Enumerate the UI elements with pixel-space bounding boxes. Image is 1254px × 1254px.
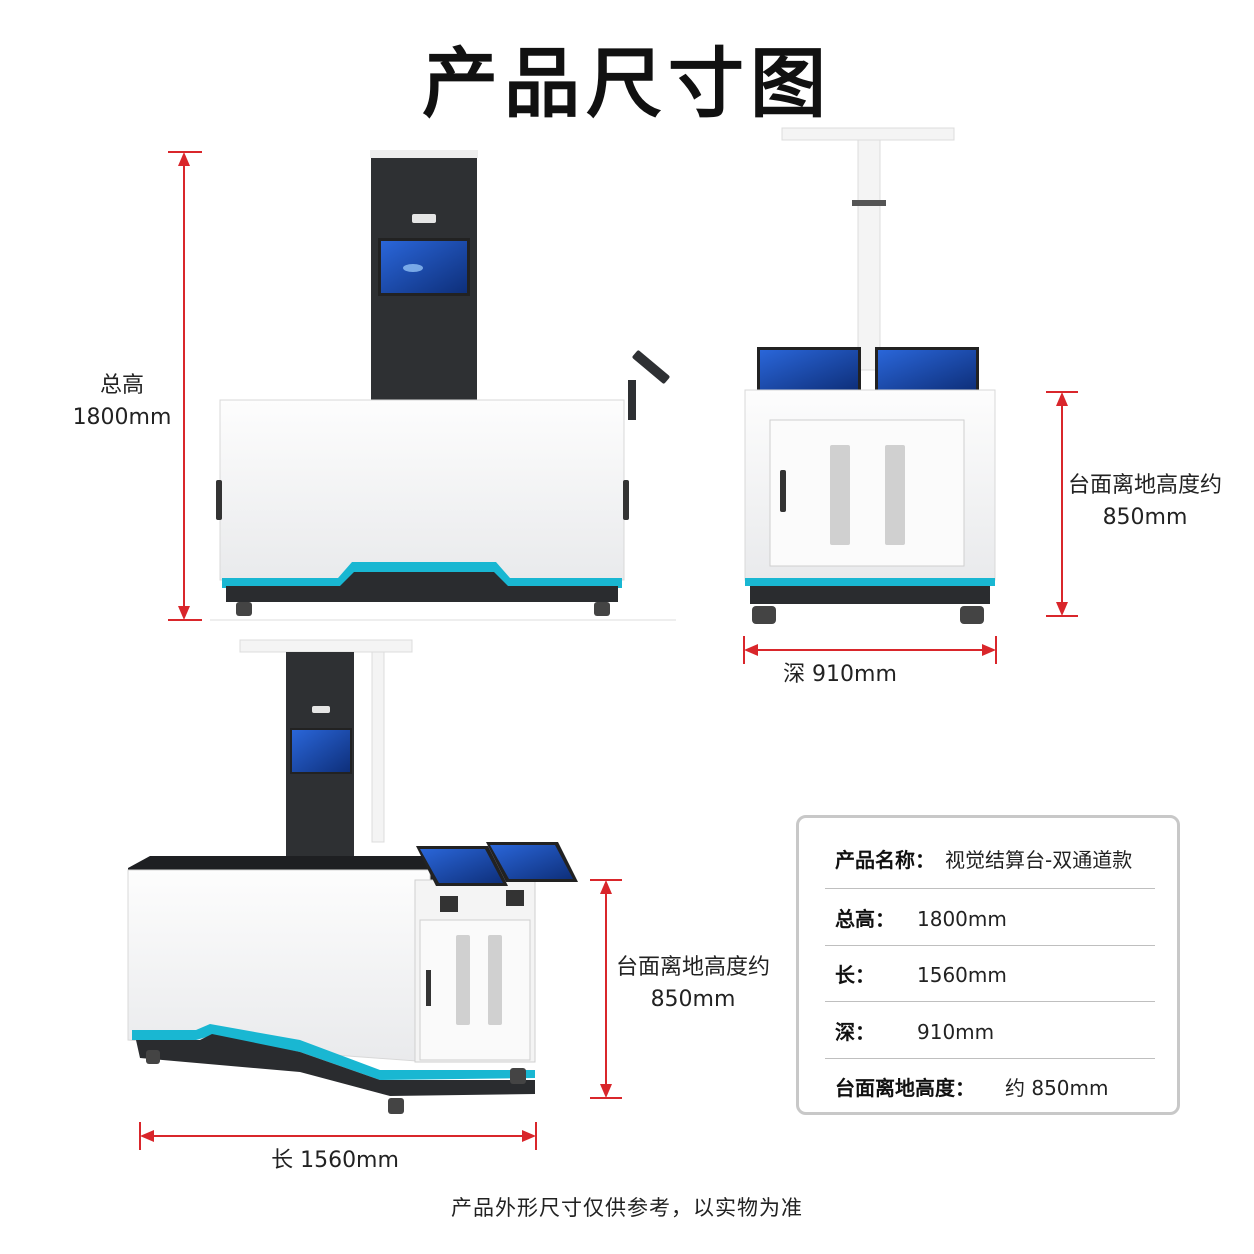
spec-key: 总高： [835,907,895,931]
counter-height-value-right: 850mm [1102,505,1188,530]
spec-key: 长： [835,963,875,987]
spec-key: 产品名称： [835,848,935,872]
spec-value: 1800mm [917,907,1007,931]
spec-row-product-name: 产品名称： 视觉结算台-双通道款 [825,832,1155,888]
spec-key: 台面离地高度： [835,1076,975,1100]
spec-row-counter-height: 台面离地高度： 约 850mm [825,1060,1155,1116]
depth-label: 深 910mm [783,662,897,687]
dimension-total-height [168,151,202,621]
total-height-value: 1800mm [72,405,172,430]
spec-table: 产品名称： 视觉结算台-双通道款 总高： 1800mm 长： 1560mm 深：… [796,815,1180,1115]
perspective-view [127,639,578,1114]
counter-height-label-right: 台面离地高度约 [1067,473,1222,498]
spec-divider [825,1058,1155,1059]
dimension-counter-height-right [1046,391,1078,617]
dimension-counter-height-bottom [590,879,622,1099]
spec-value: 1560mm [917,963,1007,987]
length-label: 长 1560mm [271,1148,399,1173]
counter-height-label-bottom: 台面离地高度约 [615,955,770,980]
spec-value: 视觉结算台-双通道款 [945,848,1133,872]
spec-divider [825,945,1155,946]
spec-key: 深： [835,1020,875,1044]
side-view [744,127,996,624]
spec-row-total-height: 总高： 1800mm [825,891,1155,947]
spec-row-depth: 深： 910mm [825,1004,1155,1060]
spec-value: 约 850mm [1005,1076,1109,1100]
spec-divider [825,888,1155,889]
front-view [210,150,676,621]
total-height-label: 总高 [99,373,144,398]
spec-divider [825,1001,1155,1002]
dimension-length [139,1122,537,1150]
footer-note: 产品外形尺寸仅供参考，以实物为准 [451,1196,803,1220]
spec-row-length: 长： 1560mm [825,947,1155,1003]
counter-height-value-bottom: 850mm [650,987,736,1012]
dimension-depth [743,636,997,664]
page-title: 产品尺寸图 [422,39,832,128]
spec-value: 910mm [917,1020,995,1044]
